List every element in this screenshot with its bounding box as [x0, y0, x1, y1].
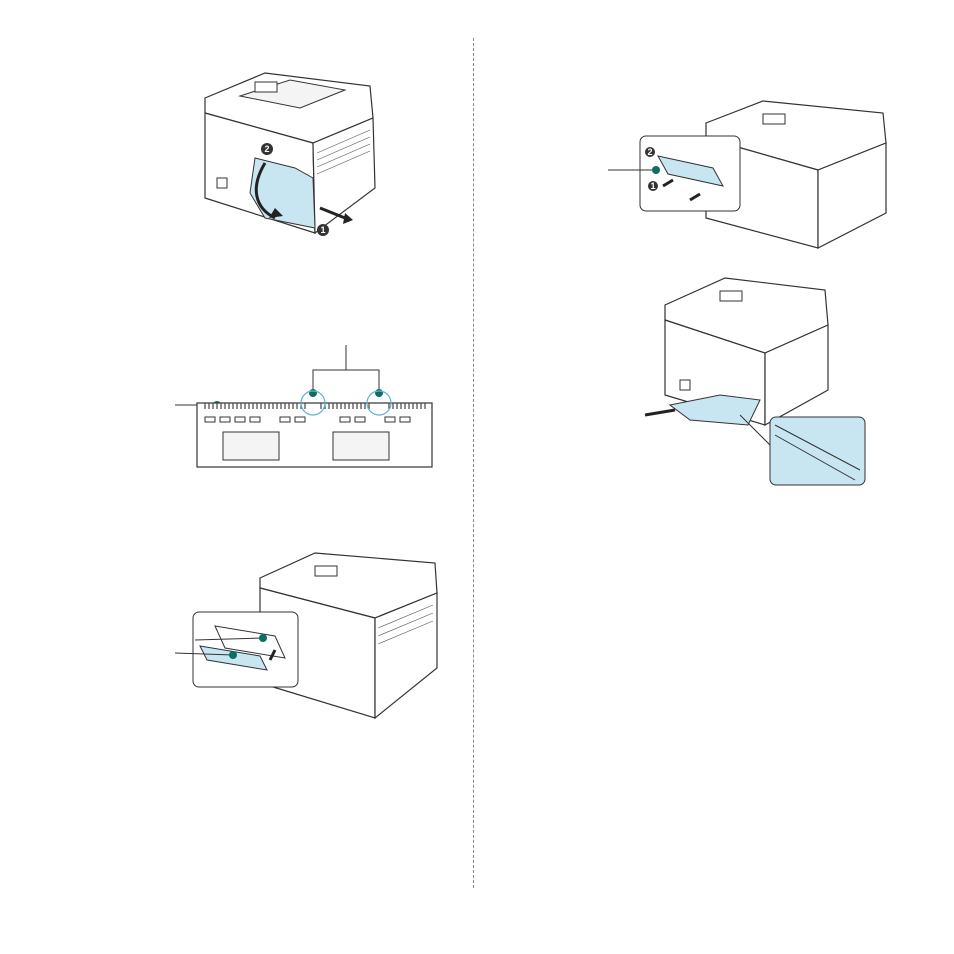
figure-memory-install — [175, 548, 440, 720]
step-marker-2: 2 — [647, 147, 652, 157]
step-marker-1: 1 — [320, 225, 325, 235]
figure-board-insert: 2 1 — [608, 98, 888, 253]
figure-close-cover — [640, 275, 868, 487]
step-marker-1: 1 — [650, 181, 655, 191]
step-marker-2: 2 — [264, 144, 269, 154]
figure-printer-open-cover: 2 1 — [195, 68, 385, 243]
column-divider — [473, 38, 474, 888]
figure-memory-module — [175, 345, 437, 475]
